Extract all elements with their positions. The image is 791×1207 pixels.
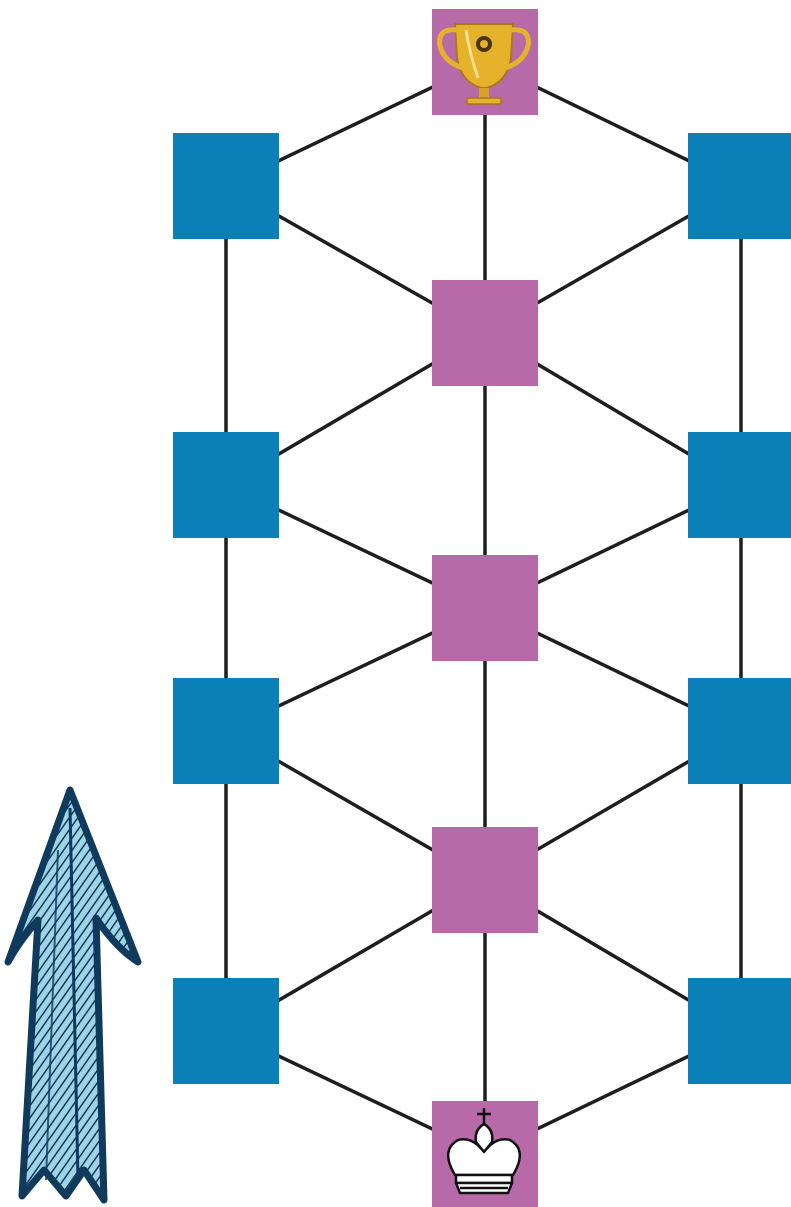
- node-left-3: [173, 678, 279, 784]
- node-right-3: [688, 678, 791, 784]
- trophy-icon: [437, 23, 531, 105]
- node-layer: [173, 9, 791, 1207]
- node-left-4: [173, 978, 279, 1084]
- up-arrow-icon: [4, 786, 142, 1204]
- node-center-2: [432, 555, 538, 661]
- node-center-1: [432, 280, 538, 386]
- node-left-1: [173, 133, 279, 239]
- node-right-1: [688, 133, 791, 239]
- node-left-2: [173, 432, 279, 538]
- king-icon: [447, 1108, 521, 1195]
- node-right-4: [688, 978, 791, 1084]
- node-center-3: [432, 827, 538, 933]
- node-right-2: [688, 432, 791, 538]
